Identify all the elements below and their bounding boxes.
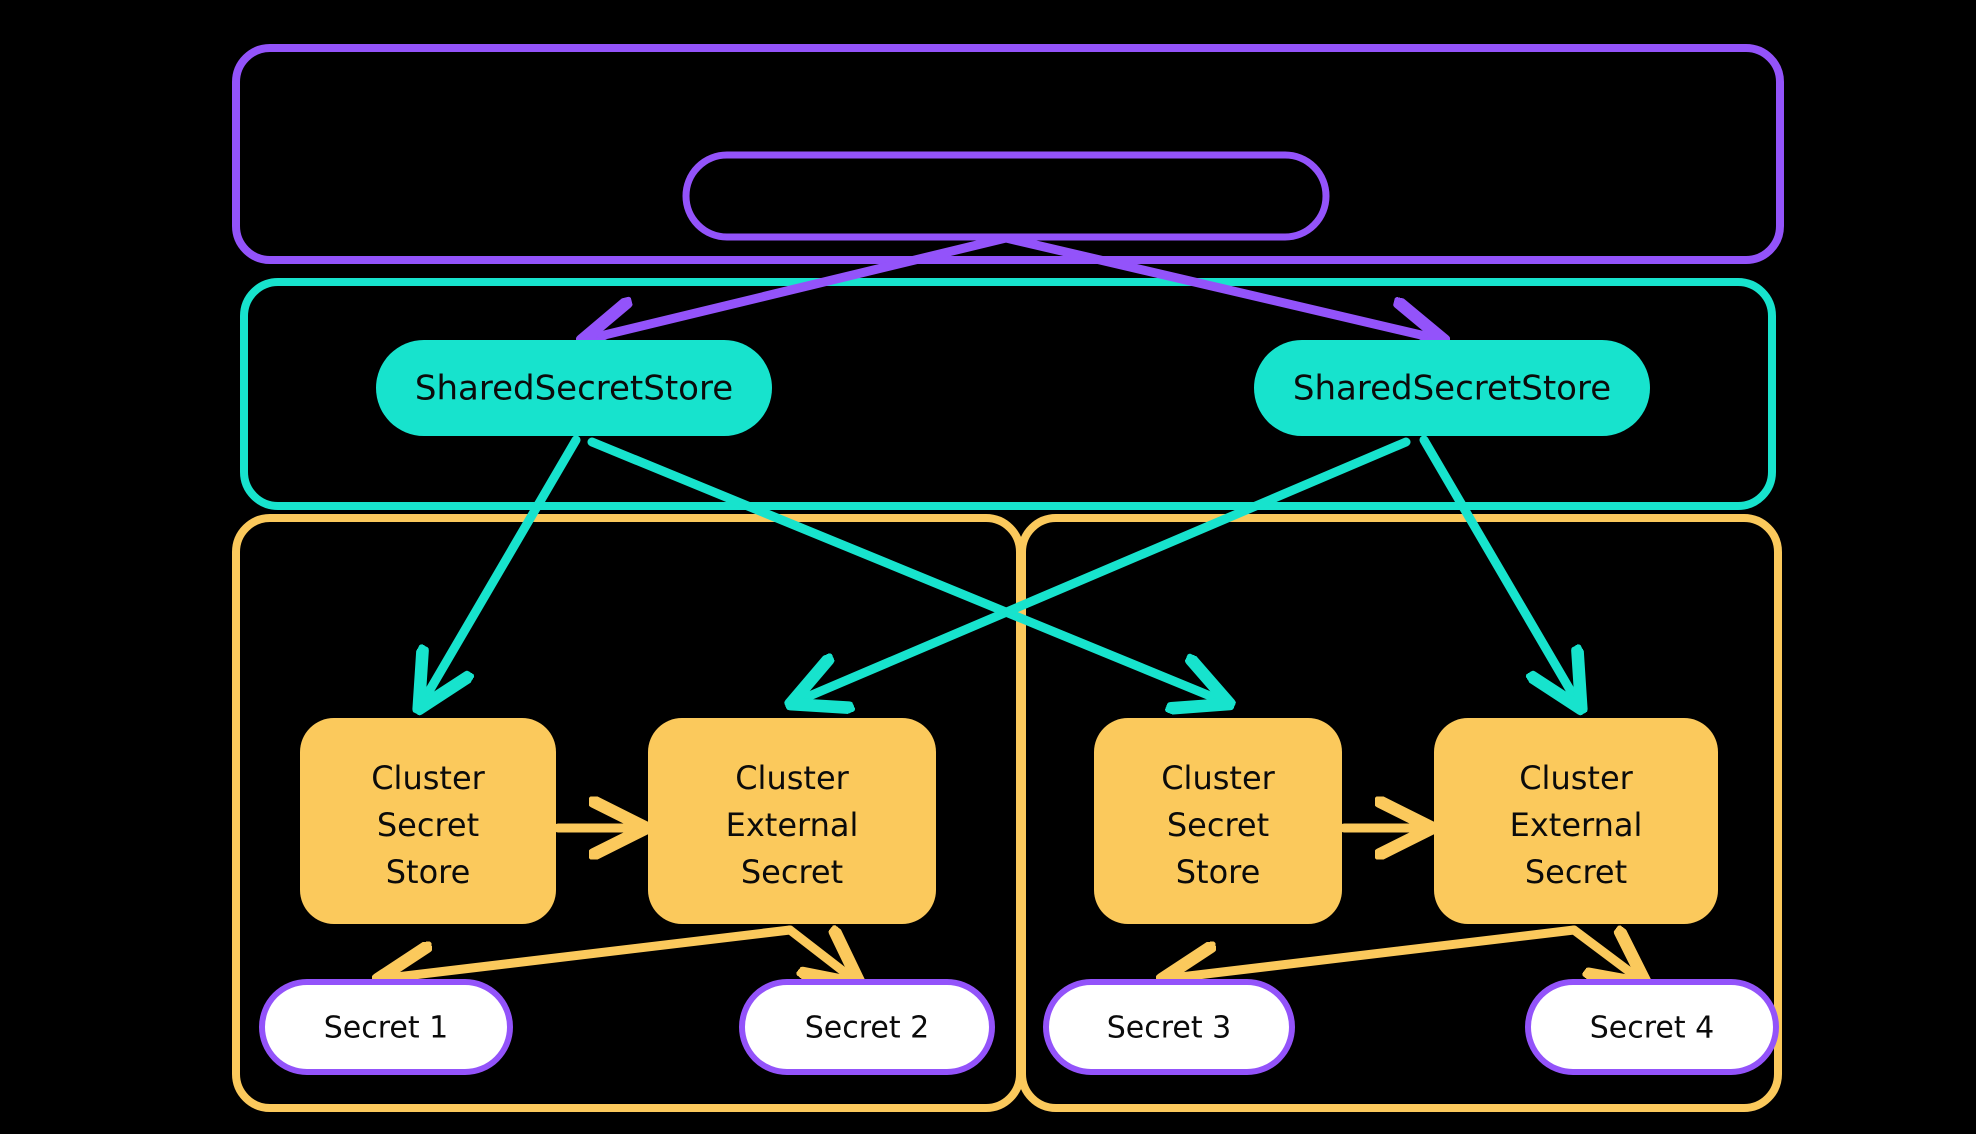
edge-ces-left-to-secret-1 — [388, 925, 795, 978]
edge-ces-right-to-secret-3 — [1172, 925, 1579, 978]
cluster-secret-store-left-line-3: Store — [386, 853, 471, 891]
shared-secret-store-left-label: SharedSecretStore — [415, 369, 733, 409]
edge-ces-right-to-secret-4 — [1569, 925, 1638, 978]
shared-secret-store-right-label: SharedSecretStore — [1293, 369, 1611, 409]
cluster-secret-store-right[interactable]: Cluster Secret Store — [1094, 718, 1342, 924]
cluster-secret-store-right-line-2: Secret — [1167, 806, 1269, 844]
inner-purple-box[interactable] — [682, 151, 1330, 241]
container-cluster-right — [1018, 514, 1782, 1112]
secret-1[interactable]: Secret 1 — [259, 979, 513, 1075]
secret-2-label: Secret 2 — [805, 1011, 930, 1046]
cluster-secret-store-right-line-1: Cluster — [1161, 759, 1275, 797]
cluster-secret-store-left-line-1: Cluster — [371, 759, 485, 797]
container-teal-scope — [240, 278, 1776, 510]
cluster-external-secret-right-line-2: External — [1510, 806, 1643, 844]
cluster-external-secret-left[interactable]: Cluster External Secret — [648, 718, 936, 924]
cluster-secret-store-left-line-2: Secret — [377, 806, 479, 844]
cluster-external-secret-left-line-1: Cluster — [735, 759, 849, 797]
edge-inner-to-shared-left — [592, 233, 1011, 338]
edge-shared-right-to-ces-left — [800, 437, 1411, 700]
cluster-external-secret-left-line-3: Secret — [741, 853, 843, 891]
shared-secret-store-left[interactable]: SharedSecretStore — [376, 340, 772, 436]
cluster-secret-store-right-line-3: Store — [1176, 853, 1261, 891]
secret-1-label: Secret 1 — [324, 1011, 449, 1046]
container-outer-purple — [232, 44, 1784, 264]
edge-shared-left-to-css-right — [587, 437, 1220, 700]
cluster-external-secret-right[interactable]: Cluster External Secret — [1434, 718, 1718, 924]
shared-secret-store-right[interactable]: SharedSecretStore — [1254, 340, 1650, 436]
cluster-external-secret-left-line-2: External — [726, 806, 859, 844]
edge-shared-right-to-ces-right — [1419, 435, 1576, 700]
cluster-external-secret-right-line-1: Cluster — [1519, 759, 1633, 797]
secret-3[interactable]: Secret 3 — [1043, 979, 1295, 1075]
secret-2[interactable]: Secret 2 — [739, 979, 995, 1075]
secret-4-label: Secret 4 — [1590, 1011, 1715, 1046]
edge-ces-left-to-secret-2 — [785, 930, 852, 978]
secret-3-label: Secret 3 — [1107, 1011, 1232, 1046]
cluster-secret-store-left[interactable]: Cluster Secret Store — [300, 718, 556, 924]
secret-4[interactable]: Secret 4 — [1525, 979, 1779, 1075]
edge-shared-left-to-css-left — [424, 435, 581, 700]
cluster-external-secret-right-line-3: Secret — [1525, 853, 1627, 891]
edge-inner-to-shared-right — [1001, 233, 1434, 338]
